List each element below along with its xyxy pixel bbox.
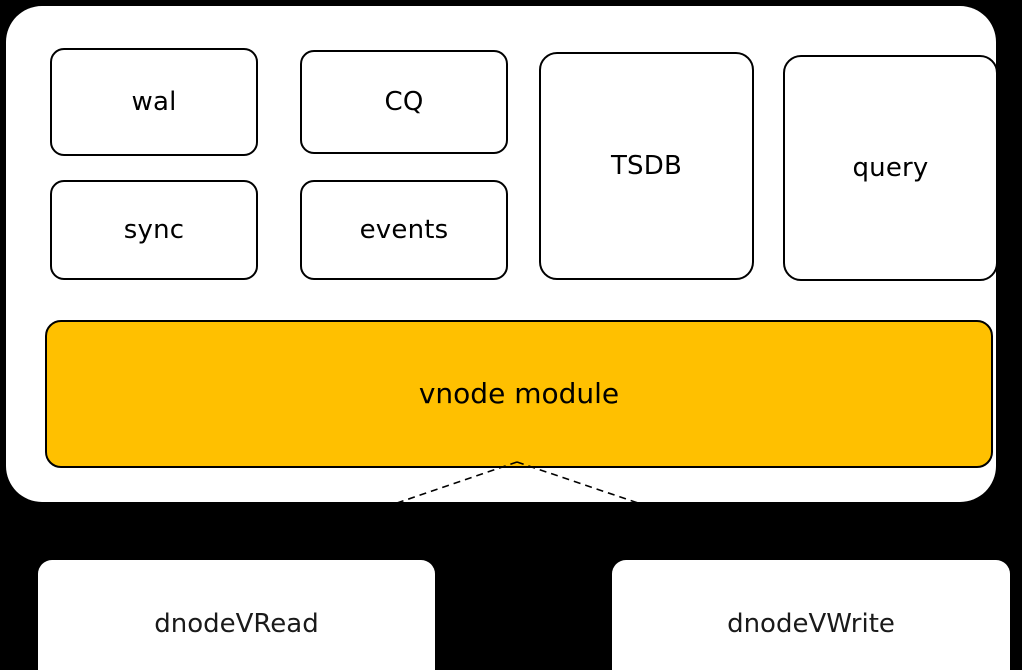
- dnode-vwrite-box[interactable]: dnodeVWrite: [612, 560, 1010, 670]
- module-box-wal[interactable]: wal: [50, 48, 258, 156]
- module-label-query: query: [852, 153, 929, 183]
- module-label-tsdb: TSDB: [610, 151, 683, 181]
- module-label-sync: sync: [123, 215, 185, 245]
- module-label-events: events: [359, 215, 449, 245]
- module-label-cq: CQ: [384, 87, 424, 117]
- vnode-container: wal CQ TSDB query sync events vnode modu…: [6, 6, 998, 502]
- module-box-tsdb[interactable]: TSDB: [539, 52, 754, 280]
- dnode-vread-label: dnodeVRead: [154, 609, 319, 639]
- vnode-module-bar[interactable]: vnode module: [45, 320, 993, 468]
- module-box-query[interactable]: query: [783, 55, 998, 281]
- vnode-module-label: vnode module: [418, 377, 620, 410]
- module-box-cq[interactable]: CQ: [300, 50, 508, 154]
- dnode-vwrite-label: dnodeVWrite: [727, 609, 895, 639]
- dnode-vread-box[interactable]: dnodeVRead: [38, 560, 435, 670]
- module-box-sync[interactable]: sync: [50, 180, 258, 280]
- module-label-wal: wal: [131, 87, 177, 117]
- module-box-events[interactable]: events: [300, 180, 508, 280]
